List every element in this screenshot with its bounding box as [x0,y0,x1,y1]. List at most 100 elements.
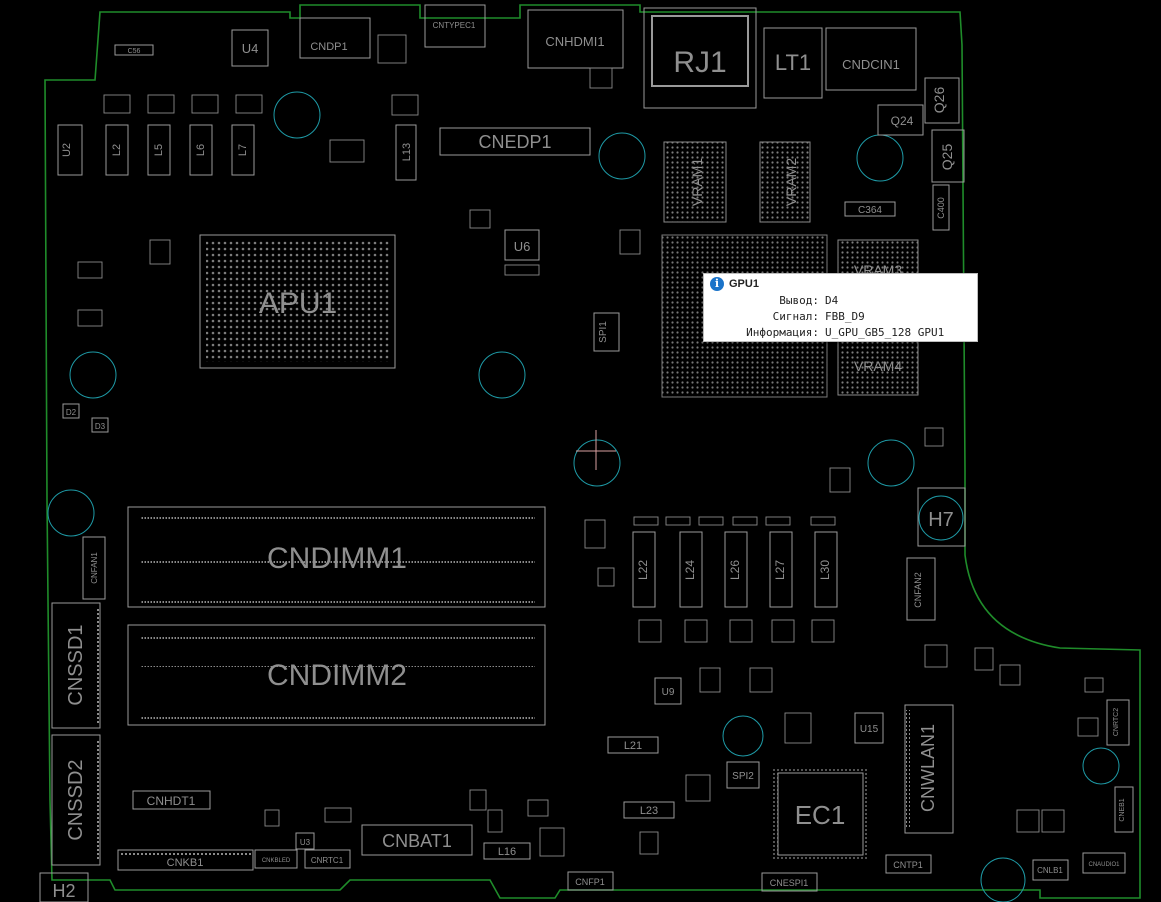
svg-text:Q25: Q25 [939,144,955,171]
edp-connector[interactable]: CNEDP1 [439,127,591,156]
dp-connector[interactable]: CNDP1 [299,17,371,59]
svg-text:CNRTC1: CNRTC1 [311,856,344,865]
svg-text:C56: C56 [128,48,141,55]
capacitor-c56[interactable]: C56 [114,44,154,56]
fp-connector[interactable]: CNFP1 [567,871,614,891]
diode-d2[interactable]: D2 [62,403,80,419]
svg-text:CNEDP1: CNEDP1 [478,132,551,152]
dcin-connector[interactable]: CNDCIN1 [825,27,917,91]
keyboard-connector[interactable]: CNKB1 [117,849,254,871]
inductor-l30[interactable]: L30 [814,531,838,608]
tooltip-value: FBB_D9 [825,310,865,323]
inductor-l22[interactable]: L22 [632,531,656,608]
espi-connector[interactable]: CNESPI1 [761,872,818,892]
rtc1-connector[interactable]: CNRTC1 [304,849,351,869]
tooltip-rows: Вывод: D4 Сигнал: FBB_D9 Информация: U_G… [704,293,944,341]
svg-text:SPI1: SPI1 [598,321,609,343]
svg-text:L27: L27 [773,560,787,580]
svg-text:CNWLAN1: CNWLAN1 [918,724,938,812]
capacitor-c400[interactable]: C400 [932,184,950,231]
svg-text:L13: L13 [401,143,413,161]
inductor-l7[interactable]: L7 [231,124,255,176]
svg-text:CNSSD2: CNSSD2 [65,759,87,840]
svg-text:CNTP1: CNTP1 [893,860,923,870]
lt1-transformer[interactable]: LT1 [763,27,823,99]
u4-chip[interactable]: U4 [231,29,269,67]
svg-text:D2: D2 [66,408,77,417]
vram1-chip[interactable]: VRAM1 [663,141,727,223]
kbled-connector[interactable]: CNKBLED [254,849,298,869]
svg-text:CNKB1: CNKB1 [167,857,204,869]
capacitor-c364[interactable]: C364 [844,201,896,217]
h7-hole[interactable]: H7 [917,487,966,547]
inductor-l23[interactable]: L23 [623,801,675,819]
svg-text:U4: U4 [242,41,259,56]
rj45-connector[interactable]: RJ1 [643,7,757,109]
inductor-l2[interactable]: L2 [105,124,129,176]
transistor-q26[interactable]: Q26 [924,77,960,124]
rtc2-connector[interactable]: CNRTC2 [1106,699,1130,746]
tp-connector[interactable]: CNTP1 [885,854,932,874]
ssd2-connector[interactable]: CNSSD2 [51,734,101,866]
diode-d3[interactable]: D3 [91,417,109,433]
hdmi-connector[interactable]: CNHDMI1 [527,9,624,69]
dimm1-slot[interactable]: CNDIMM1 [127,506,546,608]
tooltip-key: Информация: [746,326,819,339]
fan1-connector[interactable]: CNFAN1 [82,536,106,600]
svg-text:CNTYPEC1: CNTYPEC1 [433,21,476,30]
svg-text:L24: L24 [683,560,697,580]
typec-connector[interactable]: CNTYPEC1 [424,4,486,48]
inductor-l6[interactable]: L6 [189,124,213,176]
tooltip-key: Вывод: [779,294,819,307]
wlan-connector[interactable]: CNWLAN1 [904,704,954,834]
svg-text:CNHDMI1: CNHDMI1 [545,34,604,49]
inductor-l24[interactable]: L24 [679,531,703,608]
vram4-chip[interactable]: VRAM4 [837,339,919,396]
battery-connector[interactable]: CNBAT1 [361,824,473,856]
svg-text:CNBAT1: CNBAT1 [382,831,452,851]
svg-text:RJ1: RJ1 [673,46,726,79]
dimm2-slot[interactable]: CNDIMM2 [127,624,546,726]
fan2-connector[interactable]: CNFAN2 [906,557,936,621]
svg-text:L22: L22 [636,560,650,580]
inductor-l13[interactable]: L13 [395,124,417,181]
svg-text:C400: C400 [936,197,946,219]
h2-hole[interactable]: H2 [39,872,89,902]
tooltip-value: U_GPU_GB5_128 GPU1 [825,326,945,339]
transistor-q24[interactable]: Q24 [877,104,924,136]
mounting-holes [47,91,1120,902]
svg-text:CNESPI1: CNESPI1 [770,878,809,888]
inductor-l5[interactable]: L5 [147,124,171,176]
svg-text:LT1: LT1 [775,50,811,75]
ebl-connector[interactable]: CNEB1 [1114,786,1134,833]
hdt-connector[interactable]: CNHDT1 [132,790,211,810]
svg-text:CNDCIN1: CNDCIN1 [842,57,900,72]
inductor-l27[interactable]: L27 [769,531,793,608]
transistor-q25[interactable]: Q25 [931,129,965,183]
ec-chip[interactable]: EC1 [773,768,868,860]
inductor-l21[interactable]: L21 [607,736,659,754]
svg-text:L16: L16 [498,846,516,858]
spi1-chip[interactable]: SPI1 [593,312,620,352]
audio-connector[interactable]: CNAUDIO1 [1082,852,1126,874]
u6-chip[interactable]: U6 [504,229,540,261]
u9-chip[interactable]: U9 [654,677,682,705]
ssd1-connector[interactable]: CNSSD1 [51,602,101,729]
spi2-chip[interactable]: SPI2 [726,761,760,789]
vram2-chip[interactable]: VRAM2 [759,141,811,223]
u2-chip[interactable]: U2 [57,124,83,176]
lb-connector[interactable]: CNLB1 [1032,859,1069,881]
inductor-l16[interactable]: L16 [483,842,531,860]
svg-text:CNDIMM1: CNDIMM1 [267,542,407,575]
svg-text:CNFAN1: CNFAN1 [90,552,99,584]
u15-chip[interactable]: U15 [854,712,884,744]
svg-text:U9: U9 [662,687,675,698]
inductor-l26[interactable]: L26 [724,531,748,608]
svg-text:U2: U2 [61,143,73,157]
u3-chip[interactable]: U3 [295,832,315,850]
svg-text:EC1: EC1 [795,800,846,830]
svg-text:L6: L6 [195,144,207,156]
apu-chip[interactable]: APU1 [199,234,396,369]
svg-text:CNKBLED: CNKBLED [262,858,291,864]
